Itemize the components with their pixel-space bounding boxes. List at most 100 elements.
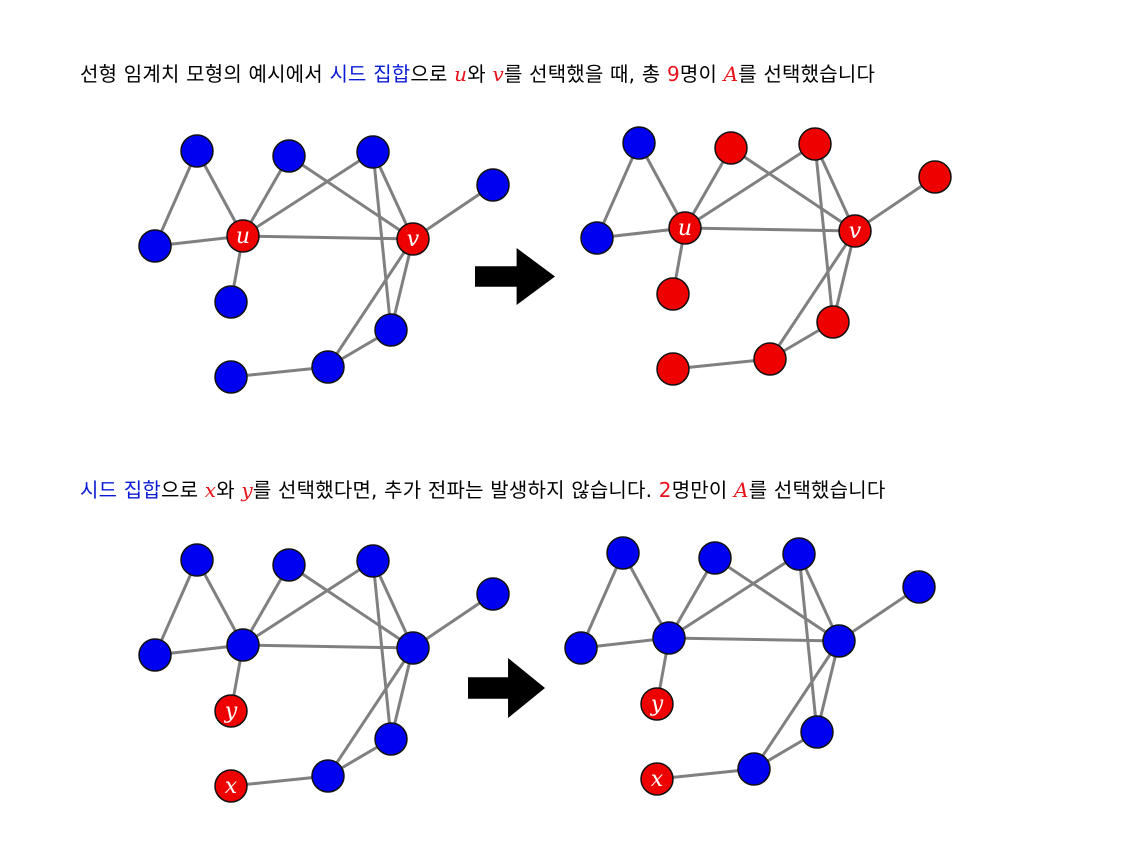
node-label-x: x (225, 774, 238, 799)
edge-n3-v (288, 154, 414, 241)
node-label-u: u (236, 224, 250, 249)
caption-text: 와 (216, 478, 242, 502)
node-y-label: y (241, 478, 253, 502)
bottom-transition-arrow (468, 658, 545, 718)
edge-u-v (684, 226, 856, 233)
edge-n1-n2 (579, 552, 625, 649)
node-u-inactive (226, 628, 260, 662)
edge-n4-u (684, 142, 816, 230)
node-n10-active (640, 762, 674, 796)
edge-n4-u (668, 552, 800, 640)
node-u-label: u (454, 62, 468, 86)
node-label-u: u (678, 216, 692, 241)
node-label-y: y (224, 699, 238, 724)
edge-n4-n8 (371, 560, 393, 740)
caption-text: 를 선택했습니다 (748, 478, 886, 502)
node-n8-active (816, 305, 850, 339)
node-n1-inactive (606, 536, 640, 570)
top-caption: 선형 임계치 모형의 예시에서 시드 집합으로 u와 v를 선택했을 때, 총 … (80, 58, 875, 87)
node-u-active (668, 211, 702, 245)
edge-n4-u (242, 150, 374, 238)
adopter-count: 9 (666, 62, 680, 86)
adopter-count: 2 (658, 478, 672, 502)
caption-text: 으로 (160, 478, 205, 502)
node-n6-active (640, 687, 674, 721)
node-n2-inactive (138, 229, 172, 263)
seed-set-label: 시드 집합 (80, 478, 161, 502)
option-a-label: A (723, 62, 739, 86)
node-n9-inactive (311, 350, 345, 384)
caption-text: 으로 (410, 62, 455, 86)
caption-text: 명이 (679, 62, 724, 86)
caption-text: 선형 임계치 모형의 예시에서 (80, 62, 330, 86)
node-label-x: x (651, 767, 664, 792)
edge-u-v (242, 643, 414, 650)
caption-text: 를 선택했습니다 (738, 62, 876, 86)
node-n3-inactive (272, 139, 306, 173)
edge-n4-n8 (813, 143, 835, 323)
bottom-caption: 시드 집합으로 x와 y를 선택했다면, 추가 전파는 발생하지 않습니다. 2… (80, 474, 885, 503)
node-x-label: x (204, 478, 217, 502)
edge-v-n9 (326, 647, 415, 777)
edge-n1-n2 (153, 150, 199, 247)
node-n6-inactive (214, 285, 248, 319)
node-n4-inactive (356, 544, 390, 578)
edge-n4-n8 (797, 553, 819, 733)
node-n1-inactive (180, 543, 214, 577)
edge-n3-v (730, 146, 856, 233)
edge-v-n9 (768, 230, 857, 360)
node-v-active (838, 214, 872, 248)
caption-text: 를 선택했다면, 추가 전파는 발생하지 않습니다. (252, 478, 659, 502)
edge-v-n9 (752, 640, 841, 770)
node-n2-inactive (138, 638, 172, 672)
bottom-before-graph: yx (138, 543, 510, 803)
top-transition-arrow (475, 248, 555, 305)
edge-n1-n2 (595, 142, 641, 239)
edge-n4-n8 (371, 151, 393, 331)
node-label-v: v (849, 219, 862, 244)
node-n3-active (714, 131, 748, 165)
node-label-y: y (650, 692, 664, 717)
node-n8-inactive (374, 722, 408, 756)
node-v-inactive (396, 631, 430, 665)
node-n9-inactive (311, 759, 345, 793)
node-n6-active (656, 277, 690, 311)
node-n5-inactive (476, 577, 510, 611)
node-n10-inactive (214, 360, 248, 394)
node-v-label: v (492, 62, 504, 86)
node-n6-active (214, 694, 248, 728)
node-n1-inactive (622, 126, 656, 160)
node-n9-active (753, 342, 787, 376)
node-v-inactive (822, 624, 856, 658)
node-label-v: v (407, 227, 420, 252)
node-n4-active (798, 127, 832, 161)
node-n4-inactive (782, 537, 816, 571)
node-n2-inactive (564, 631, 598, 665)
node-n1-inactive (180, 134, 214, 168)
node-v-active (396, 222, 430, 256)
seed-set-label: 시드 집합 (329, 62, 411, 86)
node-n8-inactive (374, 313, 408, 347)
node-n8-inactive (800, 715, 834, 749)
caption-text: 와 (467, 62, 493, 86)
node-n3-inactive (272, 548, 306, 582)
node-n4-inactive (356, 135, 390, 169)
edge-n3-v (288, 563, 414, 650)
caption-text: 명만이 (671, 478, 735, 502)
edge-u-v (242, 234, 414, 241)
edge-n4-u (242, 559, 374, 647)
node-n3-inactive (698, 541, 732, 575)
edge-n1-n2 (153, 559, 199, 656)
node-n2-inactive (580, 221, 614, 255)
bottom-after-graph: yx (564, 536, 936, 796)
caption-text: 를 선택했을 때, 총 (503, 62, 667, 86)
edge-u-v (668, 636, 840, 643)
node-n5-inactive (902, 570, 936, 604)
node-n5-active (918, 160, 952, 194)
edge-v-n9 (326, 238, 415, 368)
node-n10-active (656, 352, 690, 386)
option-a-label: A (734, 478, 749, 502)
